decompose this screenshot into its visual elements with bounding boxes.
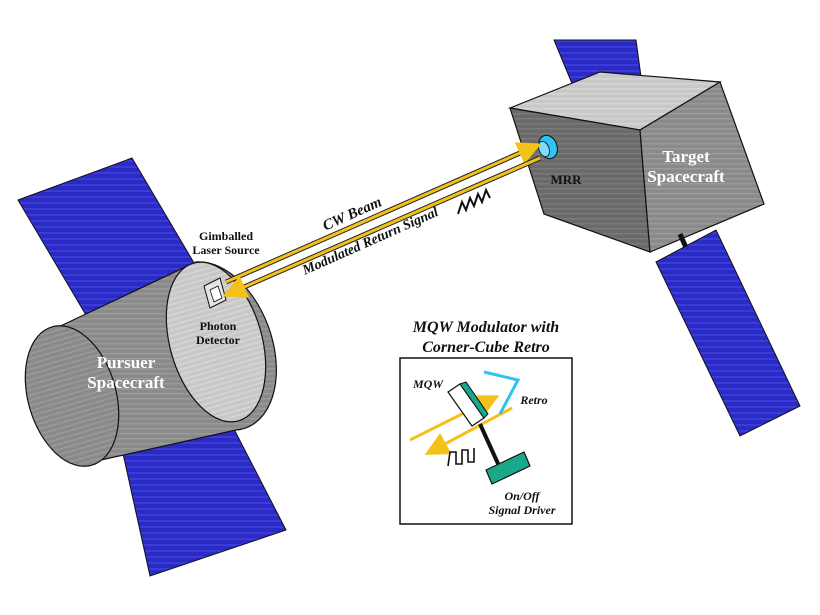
signal-driver-icon xyxy=(485,451,531,485)
mqw-beam-out-arrow xyxy=(424,406,513,455)
pursuer-label-line2: Spacecraft xyxy=(87,373,165,392)
target-label-line2: Spacecraft xyxy=(647,167,725,186)
driver-connector xyxy=(478,423,502,469)
corner-cube-retro-icon xyxy=(483,370,521,415)
onoff-label-line1: On/Off xyxy=(504,489,540,503)
pursuer-cylinder-body xyxy=(24,261,277,467)
target-solar-panel-bottom xyxy=(655,229,801,437)
modulation-square-wave-icon xyxy=(457,187,491,215)
target-cube-body xyxy=(507,71,765,253)
return-beam-arrow xyxy=(222,155,541,298)
cw-beam-arrow xyxy=(224,142,542,285)
gimballed-label-line2: Laser Source xyxy=(192,243,260,257)
laser-source-gimbal-icon xyxy=(203,277,227,309)
mqw-modulator-icon xyxy=(447,381,489,427)
inset-square-wave-icon xyxy=(447,448,475,467)
photon-label-line1: Photon xyxy=(200,319,237,333)
target-label-line1: Target xyxy=(662,147,710,166)
mqw-label: MQW xyxy=(412,377,444,391)
inset-title-line1: MQW Modulator with xyxy=(412,319,560,336)
inset-title-line2: Corner-Cube Retro xyxy=(422,339,550,356)
mrr-label: MRR xyxy=(550,172,582,187)
onoff-label-line2: Signal Driver xyxy=(488,503,555,517)
gimballed-label-line1: Gimballed xyxy=(199,229,253,243)
photon-label-line2: Detector xyxy=(196,333,241,347)
pursuer-label-line1: Pursuer xyxy=(97,353,156,372)
retro-label: Retro xyxy=(519,393,547,407)
